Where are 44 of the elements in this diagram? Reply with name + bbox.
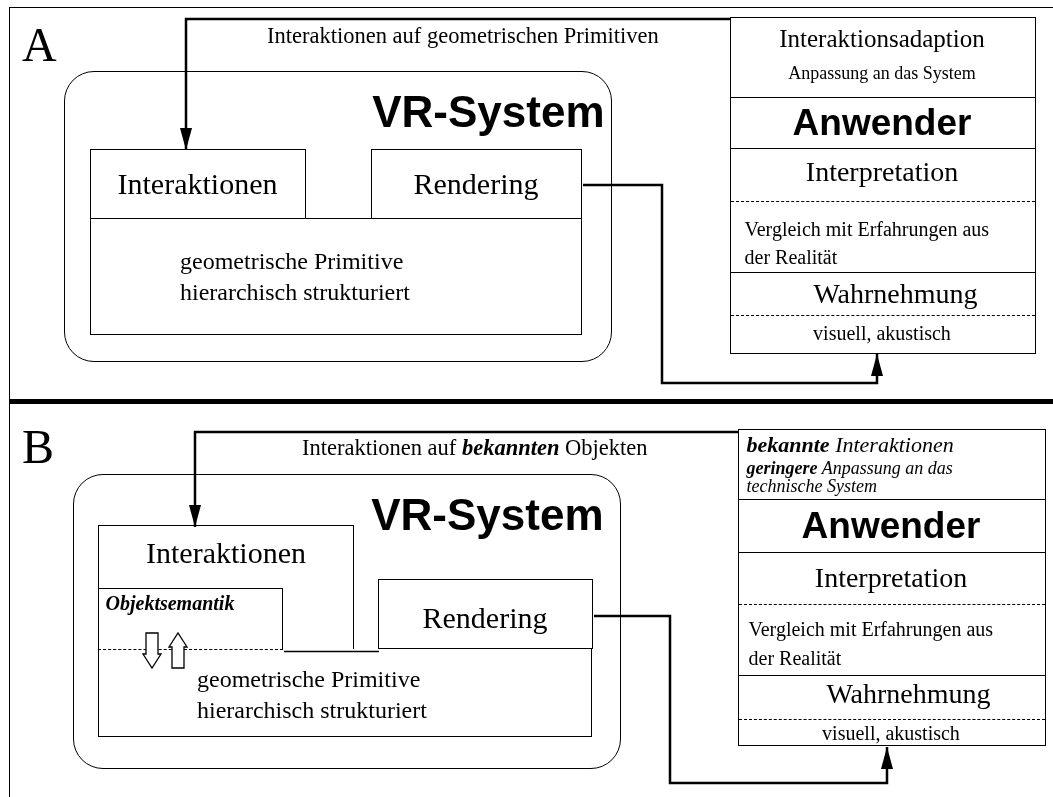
hollow-arrow xyxy=(141,632,163,670)
system-container xyxy=(63,70,612,362)
body-text: Vergleich mit Erfahrungen aus der Realität xyxy=(748,616,995,671)
heading-text: Wahrnehmung xyxy=(812,276,979,311)
heading-text: Rendering xyxy=(412,166,540,202)
panel-letter: A xyxy=(22,17,57,73)
heading-text: Objektsemantik xyxy=(105,590,236,615)
stack-row xyxy=(729,16,1036,98)
heading-text: geometrische Primitive hierarchisch strukturiert xyxy=(180,247,411,308)
connector-arrow xyxy=(583,183,883,385)
heading-text: Wahrnehmung xyxy=(825,676,992,711)
body-text: visuell, akustisch xyxy=(821,720,961,745)
heading-text: Interpretation xyxy=(804,154,960,189)
connector-arrow xyxy=(180,17,730,150)
layer-box xyxy=(90,218,582,335)
hollow-arrow xyxy=(167,631,189,669)
body-text: visuell, akustisch xyxy=(812,320,952,345)
heading-text: Anwender xyxy=(800,503,982,548)
heading-text: Interaktionen xyxy=(116,166,279,202)
body-text: Vergleich mit Erfahrungen aus der Realität xyxy=(744,216,991,270)
stack-row xyxy=(729,271,1036,354)
heading-text: VR-System xyxy=(370,488,604,541)
stack-row xyxy=(737,551,1046,676)
stack-row xyxy=(729,147,1036,273)
heading-text: geometrische Primitive hierarchisch strukturiert xyxy=(197,665,428,726)
process-box xyxy=(378,579,593,649)
stack-row xyxy=(737,674,1046,746)
heading-text: Interpretation xyxy=(813,560,969,595)
heading-text: Rendering xyxy=(421,600,549,636)
connector-arrow xyxy=(189,430,738,527)
heading-text: Interaktionen xyxy=(145,535,307,571)
stack-row xyxy=(737,428,1046,500)
heading-text: bekannte Interaktionen xyxy=(746,431,955,458)
heading-text: VR-System xyxy=(371,85,605,138)
heading-text: Anwender xyxy=(791,100,973,145)
panel-letter: B xyxy=(22,419,54,475)
heading-text: Interaktionsadaption xyxy=(778,23,986,54)
body-text: Anpassung an das System xyxy=(787,62,977,85)
body-text: geringere Anpassung an das technische System xyxy=(746,458,954,495)
stack-row xyxy=(737,498,1046,553)
process-box xyxy=(90,149,306,219)
stack-row xyxy=(729,96,1036,149)
process-box xyxy=(371,149,582,219)
connector-arrow xyxy=(594,614,893,785)
